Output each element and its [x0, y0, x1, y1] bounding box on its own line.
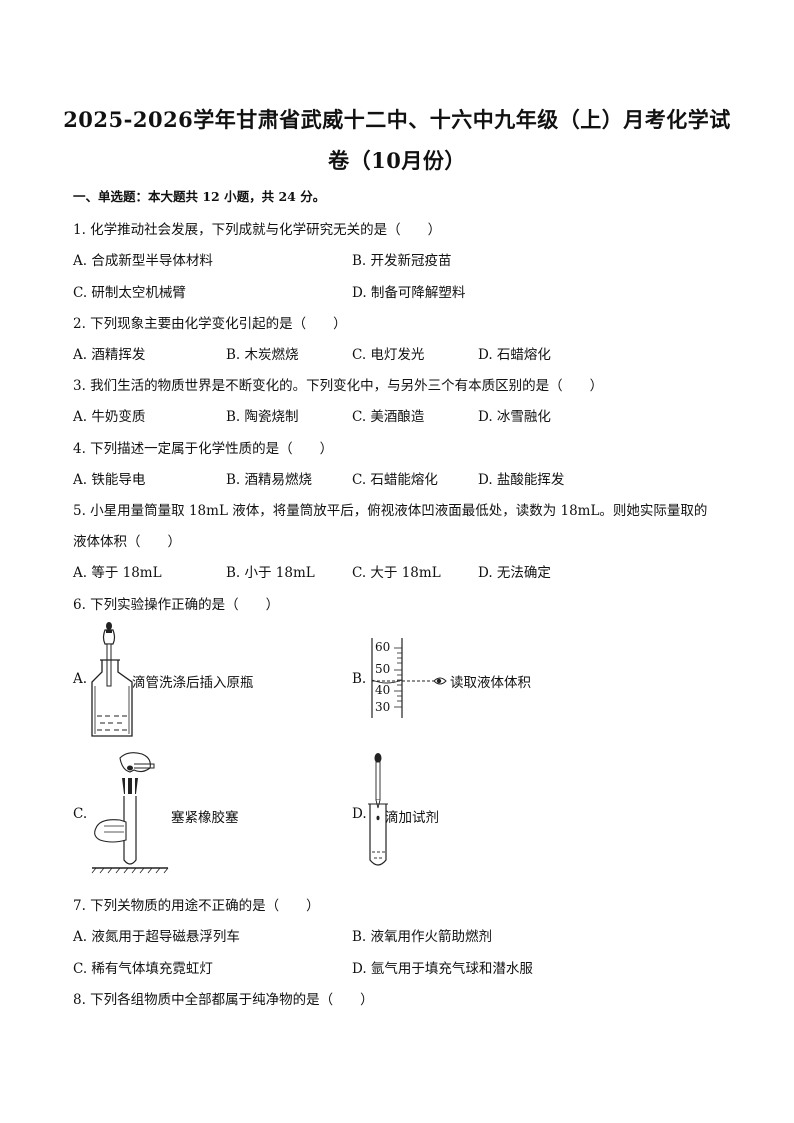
question-6-option-d-label: D.	[352, 806, 367, 822]
exam-title-line2: 卷（10月份）	[328, 148, 466, 173]
question-3-option-b: B. 陶瓷烧制	[226, 409, 299, 425]
cylinder-tick-50: 50	[375, 662, 391, 676]
question-7-option-c: C. 稀有气体填充霓虹灯	[73, 961, 213, 977]
question-1-option-d: D. 制备可降解塑料	[352, 285, 466, 301]
question-5-option-d: D. 无法确定	[478, 565, 551, 581]
exam-title-line1: 2025-2026学年甘肃省武威十二中、十六中九年级（上）月考化学试	[63, 107, 731, 132]
question-4-option-a: A. 铁能导电	[73, 472, 146, 488]
question-5-stem-line1: 5. 小星用量筒量取 18mL 液体，将量筒放平后，俯视液体凹液面最低处，读数为…	[73, 503, 708, 519]
question-6-option-d-caption: 滴加试剂	[385, 810, 439, 826]
question-5-option-c: C. 大于 18mL	[352, 565, 441, 581]
question-6-option-c-label: C.	[73, 806, 88, 822]
question-5-option-b: B. 小于 18mL	[226, 565, 315, 581]
question-5-option-a: A. 等于 18mL	[73, 565, 162, 581]
question-6-option-a-caption: 滴管洗涤后插入原瓶	[132, 675, 254, 691]
cylinder-tick-60: 60	[375, 640, 391, 654]
question-8-stem: 8. 下列各组物质中全部都属于纯净物的是（ ）	[73, 992, 374, 1008]
question-4-option-b: B. 酒精易燃烧	[226, 472, 313, 488]
section-heading: 一、单选题：本大题共 12 小题，共 24 分。	[73, 189, 326, 204]
question-2-option-a: A. 酒精挥发	[73, 347, 146, 363]
question-6-option-b-caption: 读取液体体积	[450, 675, 531, 691]
question-6-stem: 6. 下列实验操作正确的是（ ）	[73, 597, 280, 613]
question-2-option-c: C. 电灯发光	[352, 347, 425, 363]
question-6-option-c-caption: 塞紧橡胶塞	[171, 810, 239, 826]
question-7-stem: 7. 下列关物质的用途不正确的是（ ）	[73, 898, 320, 914]
dropper-bottle-figure	[91, 622, 133, 737]
question-2-option-d: D. 石蜡熔化	[478, 347, 551, 363]
cylinder-tick-30: 30	[375, 700, 391, 714]
question-7-option-d: D. 氩气用于填充气球和潜水服	[352, 961, 533, 977]
question-3-option-a: A. 牛奶变质	[73, 409, 146, 425]
question-1-option-c: C. 研制太空机械臂	[73, 285, 186, 301]
question-2-stem: 2. 下列现象主要由化学变化引起的是（ ）	[73, 316, 347, 332]
question-5-stem-line2: 液体体积（ ）	[73, 534, 181, 550]
question-1-option-b: B. 开发新冠疫苗	[352, 253, 452, 269]
question-4-option-c: C. 石蜡能熔化	[352, 472, 438, 488]
question-3-option-d: D. 冰雪融化	[478, 409, 551, 425]
dropper-test-tube-figure	[368, 753, 388, 866]
question-7-option-a: A. 液氮用于超导磁悬浮列车	[73, 929, 240, 945]
stopper-test-tube-figure	[91, 752, 169, 874]
question-6-option-b-label: B.	[352, 671, 367, 687]
question-3-option-c: C. 美酒酿造	[352, 409, 425, 425]
question-4-stem: 4. 下列描述一定属于化学性质的是（ ）	[73, 441, 334, 457]
question-3-stem: 3. 我们生活的物质世界是不断变化的。下列变化中，与另外三个有本质区别的是（ ）	[73, 378, 604, 394]
question-4-option-d: D. 盐酸能挥发	[478, 472, 565, 488]
question-7-option-b: B. 液氧用作火箭助燃剂	[352, 929, 493, 945]
graduated-cylinder-figure	[371, 638, 447, 718]
question-2-option-b: B. 木炭燃烧	[226, 347, 299, 363]
question-6-option-a-label: A.	[73, 671, 88, 687]
cylinder-tick-40: 40	[375, 683, 391, 697]
question-1-stem: 1. 化学推动社会发展，下列成就与化学研究无关的是（ ）	[73, 222, 442, 238]
question-1-option-a: A. 合成新型半导体材料	[73, 253, 213, 269]
